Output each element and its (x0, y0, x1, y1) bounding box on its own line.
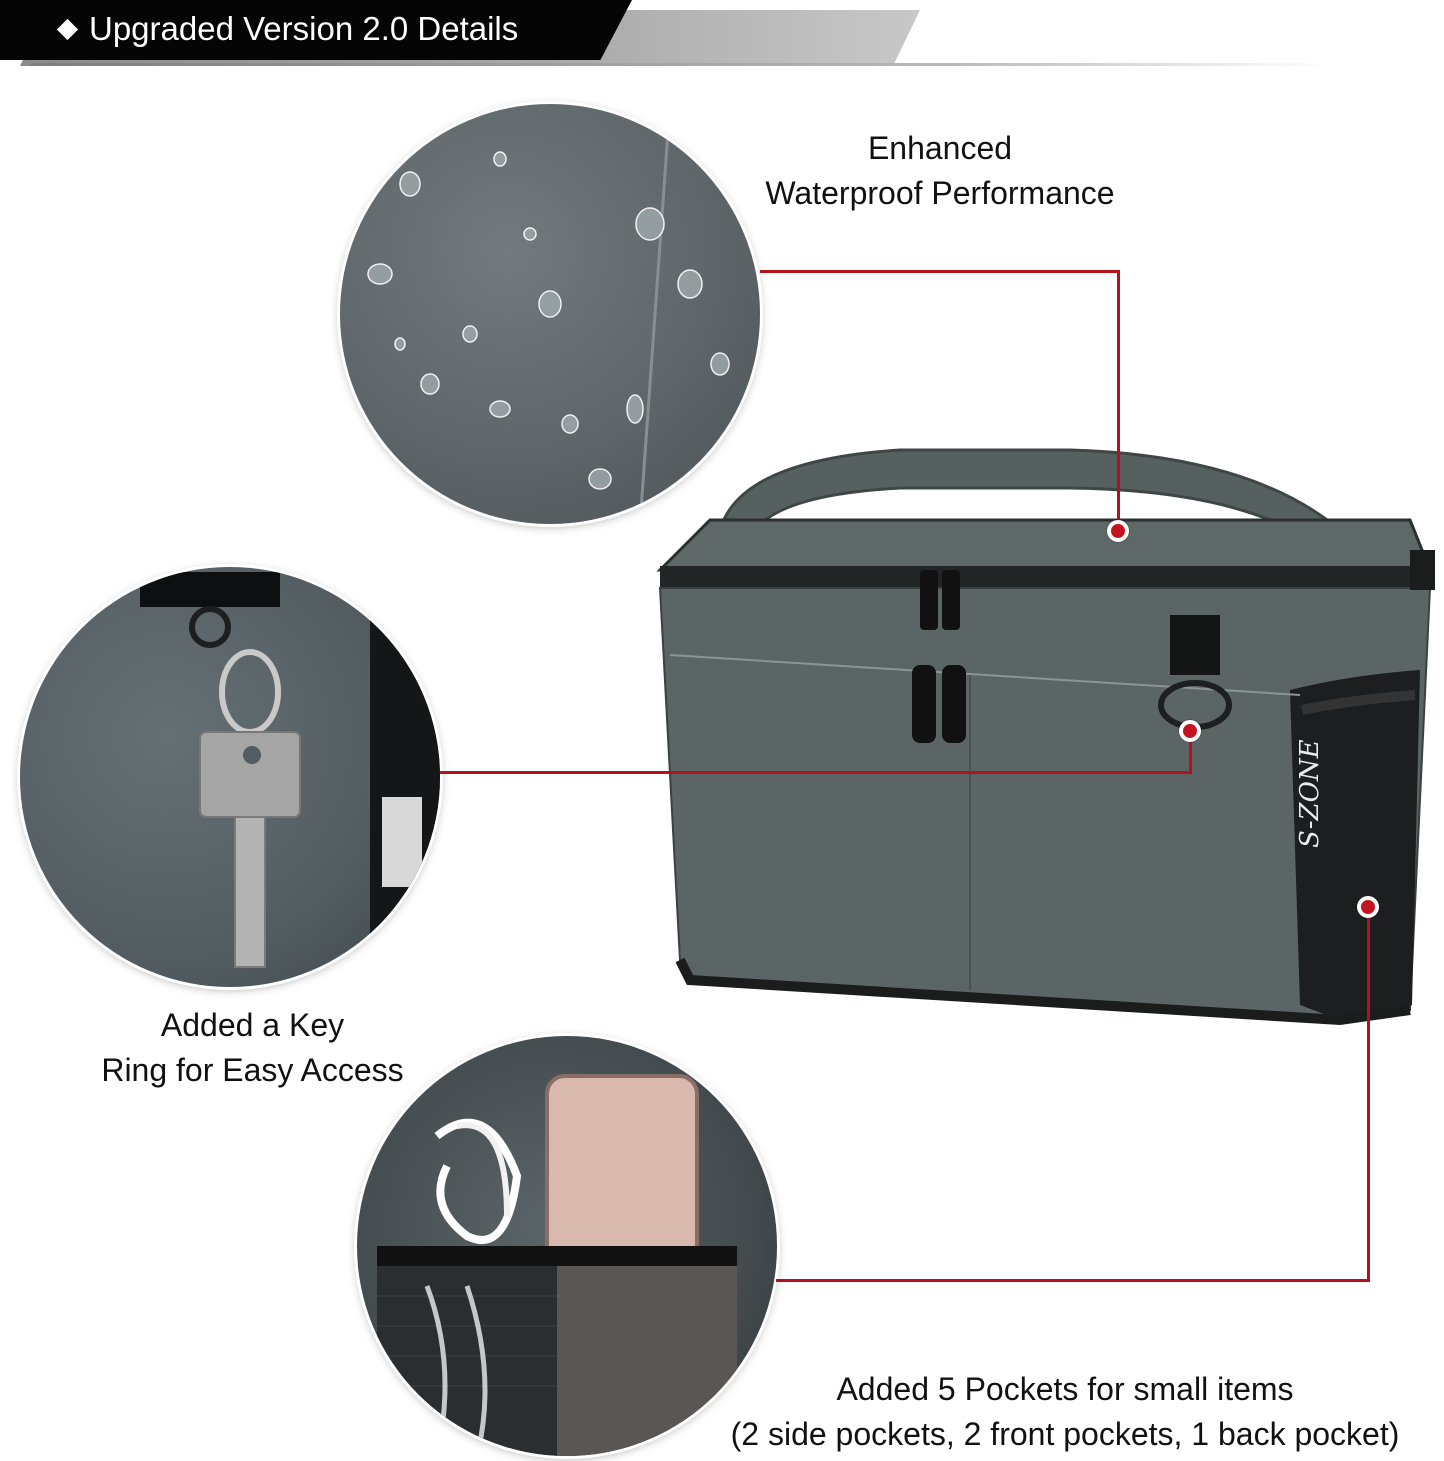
key-ring-photo (140, 572, 440, 968)
red-dot-icon (1357, 896, 1379, 918)
keyring-caption: Added a Key Ring for Easy Access (60, 1003, 445, 1093)
pockets-callout-line-vertical (1367, 908, 1370, 1282)
waterproof-callout-line (760, 270, 1120, 273)
pockets-detail-circle (357, 1036, 777, 1456)
caption-line: (2 side pockets, 2 front pockets, 1 back… (730, 1416, 1400, 1452)
red-dot-icon (1107, 520, 1129, 542)
waterproof-caption: Enhanced Waterproof Performance (735, 126, 1145, 216)
pockets-caption: Added 5 Pockets for small items (2 side … (680, 1367, 1444, 1457)
keyring-callout-line-vertical (1189, 732, 1192, 774)
waterproof-callout-line-vertical (1117, 270, 1120, 532)
page-title: Upgraded Version 2.0 Details (89, 10, 519, 47)
camera-bag-image: S-ZONE (650, 420, 1440, 1040)
camera-bag-illustration (656, 448, 1435, 1026)
waterproof-detail-circle (340, 104, 760, 524)
caption-line: Added a Key (160, 1007, 345, 1043)
pockets-photo (377, 1074, 737, 1456)
water-droplets-texture (367, 104, 730, 524)
brand-logo: S-ZONE (1295, 739, 1325, 848)
keyring-detail-circle (20, 567, 440, 987)
caption-line: Added 5 Pockets for small items (836, 1371, 1294, 1407)
banner-underline (30, 63, 1330, 66)
caption-line: Waterproof Performance (765, 175, 1115, 211)
header-banner (0, 0, 632, 60)
pockets-callout-line (776, 1279, 1370, 1282)
red-dot-icon (1179, 720, 1201, 742)
keyring-callout-line (440, 771, 1192, 774)
caption-line: Ring for Easy Access (101, 1052, 404, 1088)
caption-line: Enhanced (867, 130, 1013, 166)
